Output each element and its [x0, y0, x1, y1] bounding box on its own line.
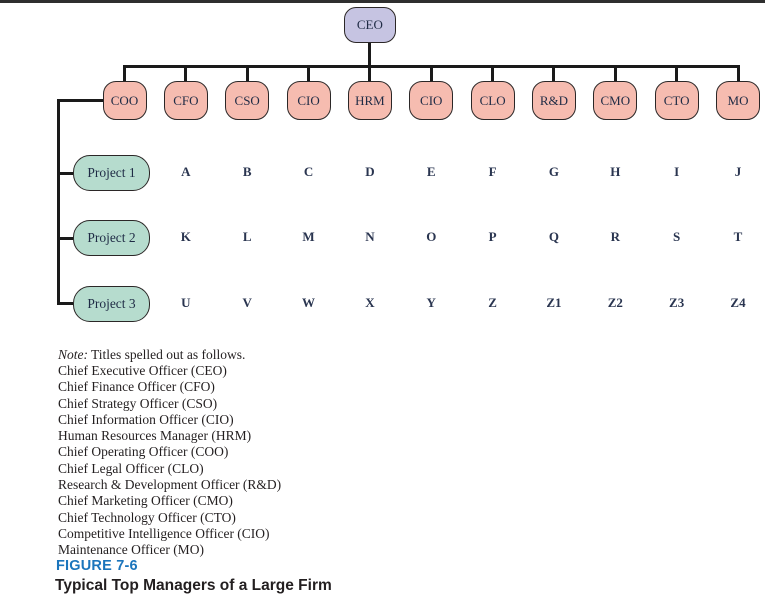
dept-box-3-cso: CSO — [225, 81, 270, 120]
note-title-line: Chief Information Officer (CIO) — [58, 411, 234, 427]
note-heading-text: Titles spelled out as follows. — [91, 347, 246, 362]
connector-dept-drop-1 — [123, 67, 126, 81]
dept-box-8-rd: R&D — [531, 81, 576, 120]
dept-box-10-cto: CTO — [654, 81, 699, 120]
grid-cell-p: P — [488, 229, 497, 244]
grid-cell-o: O — [426, 229, 437, 244]
note-heading: Note:Titles spelled out as follows. — [58, 347, 245, 363]
grid-cell-z4: Z4 — [730, 294, 746, 310]
connector-dept-drop-5 — [368, 67, 372, 81]
grid-cell-m: M — [302, 229, 315, 244]
grid-cell-n: N — [365, 229, 375, 244]
figure-caption: Typical Top Managers of a Large Firm — [55, 577, 332, 594]
dept-box-4-cio: CIO — [286, 81, 331, 120]
note-title-line: Chief Operating Officer (COO) — [58, 444, 229, 460]
grid-cell-z1: Z1 — [546, 294, 562, 310]
grid-cell-d: D — [365, 164, 375, 179]
grid-cell-a: A — [181, 164, 191, 179]
grid-cell-j: J — [734, 164, 742, 179]
grid-cell-y: Y — [426, 294, 436, 310]
dept-box-9-cmo: CMO — [593, 81, 638, 120]
note-title-line: Chief Legal Officer (CLO) — [58, 460, 204, 476]
connector-dept-drop-3 — [245, 67, 249, 81]
note-title-line: Chief Strategy Officer (CSO) — [58, 395, 218, 411]
grid-cell-h: H — [610, 164, 621, 179]
grid-cell-f: F — [488, 164, 497, 179]
grid-cell-u: U — [181, 294, 191, 310]
grid-cell-z2: Z2 — [607, 294, 623, 310]
connector-project-stub-1 — [57, 171, 73, 175]
grid-cell-l: L — [242, 229, 252, 244]
dept-box-7-clo: CLO — [470, 81, 515, 120]
grid-cell-e: E — [426, 164, 436, 179]
note-title-line: Chief Executive Officer (CEO) — [58, 363, 227, 378]
grid-cell-z: Z — [488, 294, 497, 310]
connector-dept-drop-11 — [736, 67, 740, 81]
grid-cell-r: R — [610, 229, 620, 244]
note-title-line: Chief Technology Officer (CTO) — [58, 509, 236, 525]
project-box-1: Project 1 — [73, 155, 150, 191]
note-title-line: Chief Finance Officer (CFO) — [58, 379, 215, 395]
grid-cell-x: X — [365, 294, 375, 310]
project-box-2: Project 2 — [73, 220, 150, 256]
grid-cell-t: T — [733, 229, 743, 244]
connector-dept-drop-8 — [552, 67, 556, 81]
connector-coo-branch — [57, 99, 103, 102]
grid-cell-w: W — [302, 294, 316, 310]
connector-bus — [123, 65, 740, 68]
connector-dept-drop-10 — [675, 67, 679, 81]
connector-project-stub-2 — [57, 236, 73, 240]
dept-box-11-mo: MO — [716, 81, 760, 120]
note-title-line: Research & Development Officer (R&D) — [58, 477, 282, 493]
connector-dept-drop-9 — [613, 67, 617, 81]
note-title-line: Human Resources Manager (HRM) — [58, 428, 252, 444]
grid-cell-i: I — [674, 164, 680, 179]
figure-label: FIGURE 7-6 — [56, 558, 138, 574]
ceo-box: CEO — [343, 7, 396, 43]
connector-ceo-drop — [368, 42, 372, 68]
dept-box-5-hrm: HRM — [347, 81, 392, 120]
note-title-line: Competitive Intelligence Officer (CIO) — [58, 525, 270, 541]
connector-project-stub-3 — [57, 302, 73, 305]
project-box-3: Project 3 — [73, 285, 150, 322]
grid-cell-c: C — [303, 164, 314, 179]
grid-cell-z3: Z3 — [669, 294, 685, 310]
note-label: Note: — [58, 347, 88, 362]
connector-projects-spine — [57, 99, 60, 305]
grid-cell-g: G — [548, 164, 559, 179]
connector-dept-drop-6 — [429, 67, 433, 81]
note-title-line: Chief Marketing Officer (CMO) — [58, 493, 233, 509]
connector-dept-drop-2 — [184, 67, 188, 81]
note-title-line: Maintenance Officer (MO) — [58, 542, 204, 558]
connector-dept-drop-7 — [491, 67, 495, 81]
title-legend-list: Chief Executive Officer (CEO)Chief Finan… — [58, 363, 281, 559]
dept-box-1-coo: COO — [102, 81, 147, 120]
connector-dept-drop-4 — [307, 67, 311, 81]
dept-box-6-cio: CIO — [409, 81, 454, 120]
dept-box-2-cfo: CFO — [163, 81, 208, 120]
grid-cell-q: Q — [548, 229, 559, 244]
grid-cell-k: K — [180, 229, 191, 244]
grid-cell-b: B — [242, 164, 252, 179]
page-top-rule — [0, 0, 765, 3]
grid-cell-v: V — [242, 294, 252, 310]
grid-cell-s: S — [673, 229, 681, 244]
